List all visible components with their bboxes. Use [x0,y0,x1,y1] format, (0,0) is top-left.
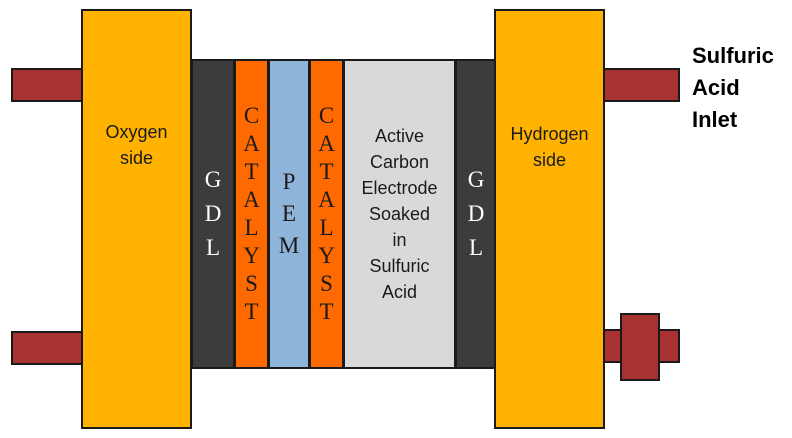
oxygen-outlet-pipe-bottom [11,331,85,365]
sulfuric-acid-inlet-label: Sulfuric Acid Inlet [692,43,774,132]
hydrogen-side-plate: Hydrogen side [494,9,605,429]
letter: L [468,235,484,260]
letter: T [244,159,259,184]
letter: Y [243,243,260,268]
letter: M [278,233,300,258]
letter: T [319,159,334,184]
letter: E [281,201,297,226]
sulfuric-acid-inlet-pipe [600,68,680,102]
letter: S [320,271,333,296]
letter: A [318,131,335,156]
letter: G [467,167,485,192]
active-carbon-electrode-layer: Active Carbon Electrode Soaked in Sulfur… [343,59,456,369]
letter: S [245,271,258,296]
oxygen-side-label: Oxygen side [105,122,168,168]
letter: T [319,299,334,324]
oxygen-side-plate: Oxygen side [81,9,192,429]
letter: G [204,167,222,192]
electrode-label: Active Carbon Electrode Soaked in Sulfur… [361,126,438,302]
letter: L [244,215,259,240]
letter: C [318,103,335,128]
letter: A [243,131,260,156]
letter: D [467,201,485,226]
letter: A [243,187,260,212]
letter: C [243,103,260,128]
oxygen-inlet-pipe-top [11,68,85,102]
letter: D [204,201,222,226]
letter: P [282,169,296,194]
letter: A [318,187,335,212]
hydrogen-side-label: Hydrogen side [510,124,589,170]
letter: L [319,215,334,240]
letter: T [244,299,259,324]
letter: L [205,235,221,260]
letter: Y [318,243,335,268]
hydrogen-outlet-plug-vertical [620,313,660,381]
